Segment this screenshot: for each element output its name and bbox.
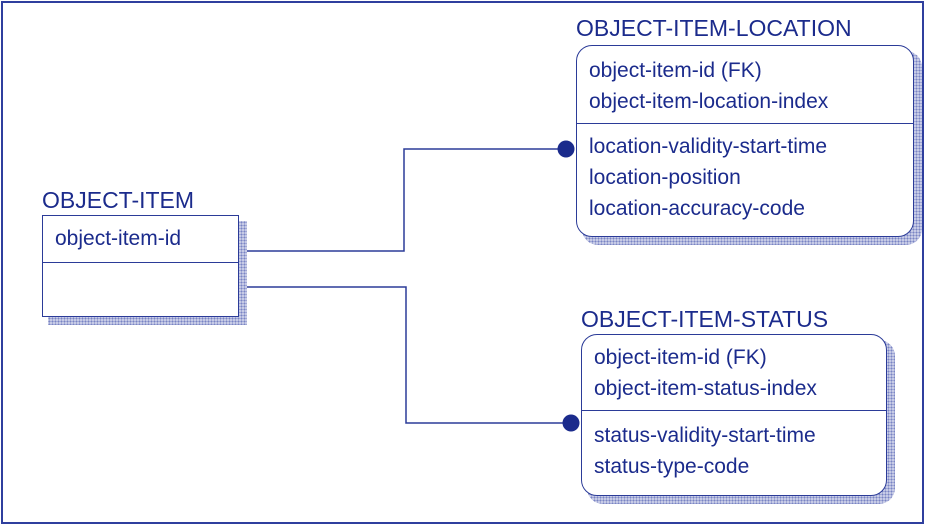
key-zone-object-item: object-item-id (55, 223, 238, 254)
attribute: location-validity-start-time (589, 135, 828, 158)
key-attribute: object-item-status-index (594, 377, 817, 400)
entity-title-object-item-location: OBJECT-ITEM-LOCATION (576, 15, 852, 41)
entity-title-object-item-status: OBJECT-ITEM-STATUS (581, 306, 829, 332)
relationship-end-dot-status (562, 414, 580, 432)
attribute-zone-object-item-status: status-validity-start-time status-type-c… (594, 420, 886, 482)
attribute-zone-object-item-location: location-validity-start-time location-po… (589, 131, 913, 224)
key-attribute: object-item-id (FK) (594, 346, 767, 369)
attribute: location-accuracy-code (589, 197, 805, 220)
key-divider-object-item-status (582, 410, 886, 411)
key-attribute: object-item-id (55, 227, 182, 250)
attribute: status-validity-start-time (594, 424, 816, 447)
entity-title-object-item: OBJECT-ITEM (42, 187, 195, 213)
attribute: status-type-code (594, 455, 750, 478)
key-zone-object-item-location: object-item-id (FK) object-item-location… (589, 55, 913, 117)
relationship-line-status (240, 286, 563, 424)
entity-box-object-item-status: object-item-id (FK) object-item-status-i… (581, 334, 887, 496)
entity-box-object-item: object-item-id (42, 215, 239, 317)
entity-box-object-item-location: object-item-id (FK) object-item-location… (576, 45, 914, 237)
key-attribute: object-item-id (FK) (589, 59, 762, 82)
key-zone-object-item-status: object-item-id (FK) object-item-status-i… (594, 342, 886, 404)
relationship-end-dot-location (557, 140, 575, 158)
attribute: location-position (589, 166, 741, 189)
key-divider-object-item-location (577, 123, 913, 124)
key-divider-object-item (43, 262, 238, 263)
key-attribute: object-item-location-index (589, 90, 829, 113)
relationship-line-location (240, 148, 558, 252)
